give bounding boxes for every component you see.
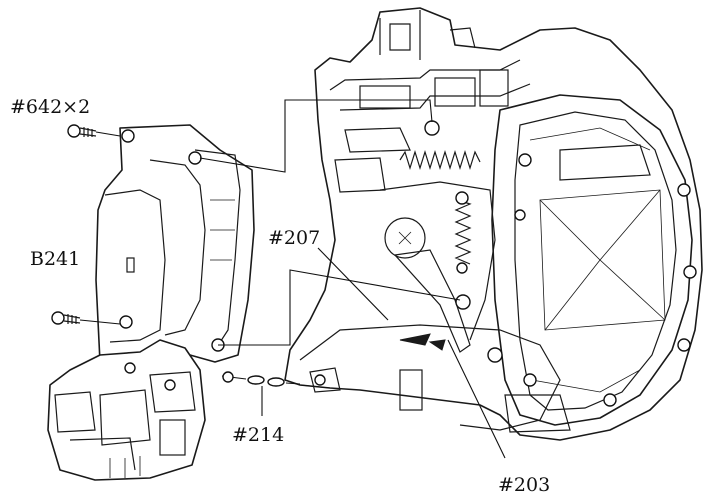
lower-motor-block (47, 339, 206, 481)
label-part-207: #207 (268, 227, 320, 249)
label-part-203: #203 (498, 474, 550, 496)
cam-disc (384, 217, 426, 259)
washers-214 (221, 371, 301, 387)
label-screw-642: #642×2 (10, 96, 90, 118)
cover-plate-b241 (95, 124, 255, 366)
assembly-leader-lines (199, 99, 506, 459)
mirror-box-body (284, 7, 703, 441)
mirror-frame-ring (491, 94, 697, 426)
label-part-214: #214 (232, 424, 284, 446)
screw-642-top (67, 124, 121, 138)
screw-642-bottom (51, 311, 121, 325)
spring-vertical (454, 191, 472, 274)
label-cover-b241: B241 (30, 248, 80, 270)
spring-horizontal (399, 149, 481, 171)
